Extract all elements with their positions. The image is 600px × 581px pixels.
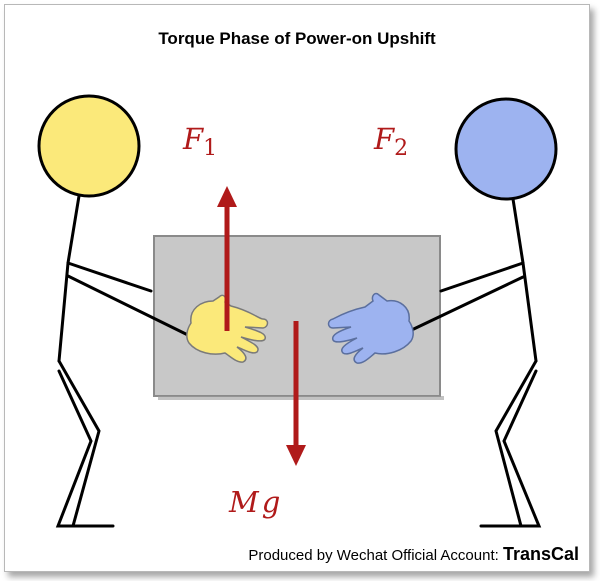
force-f1-arrow — [217, 186, 237, 331]
left-person-head — [37, 94, 141, 198]
diagram-title: Torque Phase of Power-on Upshift — [158, 29, 436, 48]
credit-brand: TransCal — [502, 544, 579, 564]
left-person-arm-lower — [66, 274, 198, 341]
box-shadow — [158, 396, 444, 400]
right-person-torso — [521, 261, 538, 363]
left-person-arm-upper — [66, 261, 153, 293]
left-person-leg-front — [55, 369, 93, 528]
left-person-leg-back — [57, 359, 115, 528]
figure-frame: Torque Phase of Power-on Upshift — [4, 4, 590, 572]
label-f2: F2 — [373, 122, 408, 161]
left-person — [37, 94, 198, 528]
credit-footer: Produced by Wechat Official Account: Tra… — [248, 544, 579, 565]
right-person-neck — [511, 197, 525, 265]
force-weight-arrow — [286, 321, 306, 466]
left-person-neck — [66, 194, 81, 265]
right-person-arm-upper — [439, 261, 525, 293]
left-person-torso — [57, 261, 70, 363]
right-person-head — [454, 97, 558, 201]
right-hand — [327, 292, 414, 364]
credit-prefix: Produced by Wechat Official Account: — [248, 547, 499, 564]
right-person-arm-lower — [397, 275, 525, 338]
right-person-leg-back — [479, 359, 538, 528]
right-person — [397, 97, 558, 528]
label-f1: F1 — [182, 122, 217, 161]
right-person-leg-front — [502, 369, 542, 528]
